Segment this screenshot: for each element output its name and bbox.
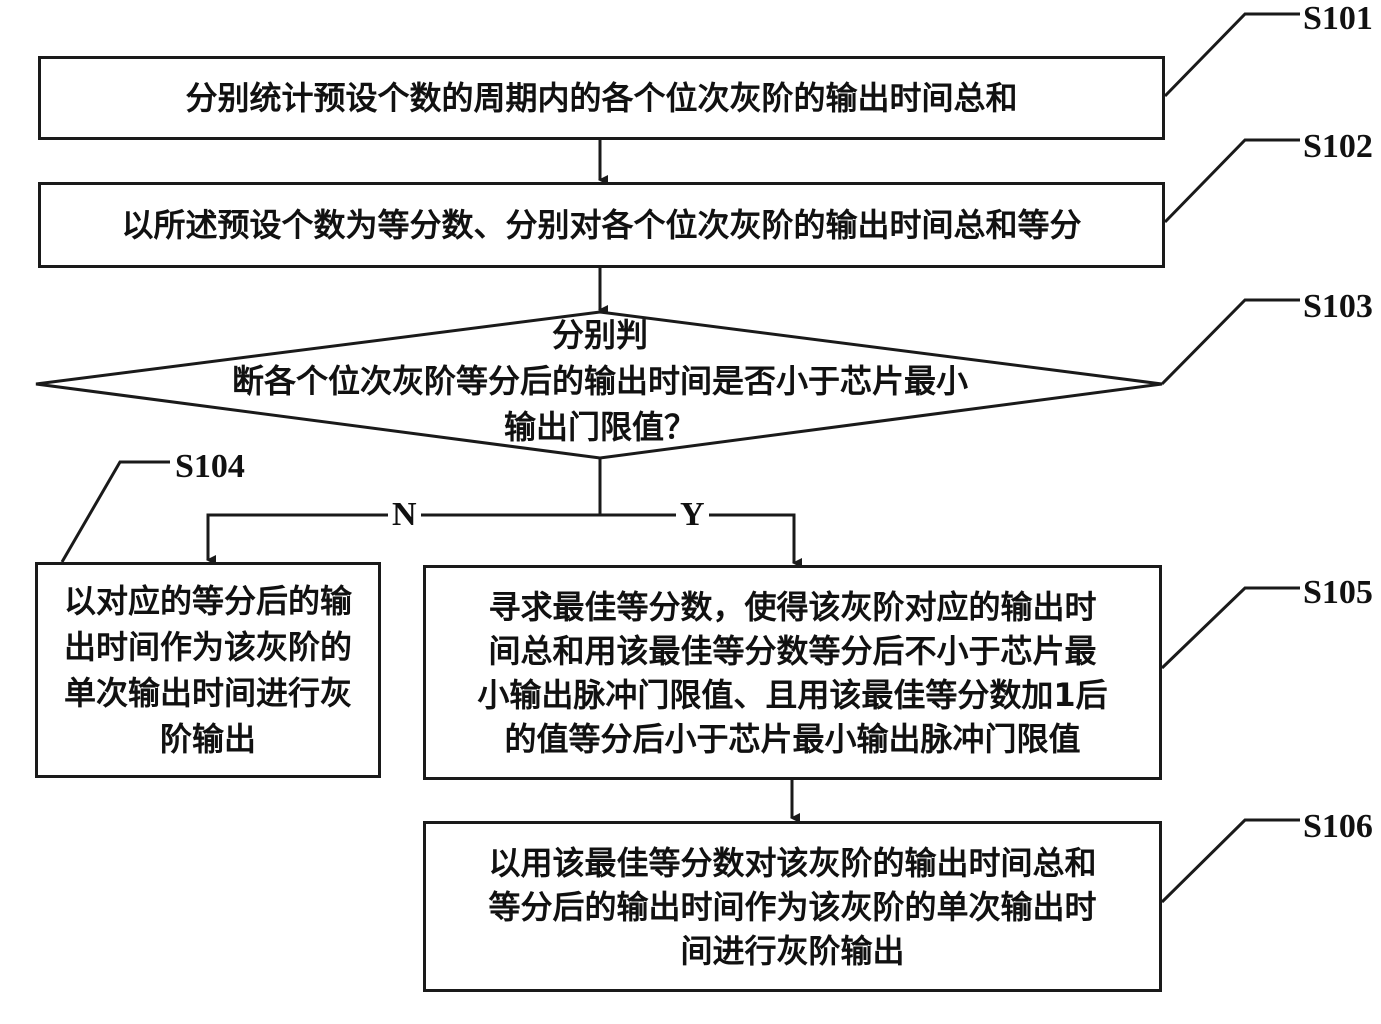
decision-line-1: 分别判 — [551, 316, 648, 354]
leader-s104 — [60, 460, 170, 563]
leader-s103 — [1160, 298, 1300, 386]
step-s106-line-2: 等分后的输出时间作为该灰阶的单次输出时 — [488, 887, 1097, 926]
step-s105-box: 寻求最佳等分数，使得该灰阶对应的输出时 间总和用该最佳等分数等分后不小于芯片最 … — [423, 565, 1162, 780]
step-s105-line-1: 寻求最佳等分数，使得该灰阶对应的输出时 — [488, 587, 1097, 626]
step-label-s101: S101 — [1303, 0, 1373, 37]
leader-s105 — [1160, 586, 1300, 670]
step-s104-line-2: 出时间作为该灰阶的 — [63, 628, 352, 666]
decision-line-2: 断各个位次灰阶等分后的输出时间是否小于芯片最小 — [231, 362, 968, 400]
step-s105-line-4: 的值等分后小于芯片最小输出脉冲门限值 — [504, 719, 1081, 758]
branch-yes-label: Y — [676, 498, 709, 532]
step-s104-line-3: 单次输出时间进行灰 — [63, 674, 352, 712]
step-label-s103: S103 — [1303, 288, 1373, 325]
step-s103-text: 分别判 断各个位次灰阶等分后的输出时间是否小于芯片最小 输出门限值？ — [200, 312, 1000, 450]
step-s105-line-3: 小输出脉冲门限值、且用该最佳等分数加1后 — [477, 675, 1108, 714]
step-s104-box: 以对应的等分后的输 出时间作为该灰阶的 单次输出时间进行灰 阶输出 — [35, 562, 381, 778]
step-s106-line-1: 以用该最佳等分数对该灰阶的输出时间总和 — [488, 843, 1097, 882]
step-s104-line-4: 阶输出 — [159, 720, 256, 758]
step-s105-line-2: 间总和用该最佳等分数等分后不小于芯片最 — [488, 631, 1097, 670]
step-label-s106: S106 — [1303, 808, 1373, 845]
step-label-s105: S105 — [1303, 574, 1373, 611]
step-s102-box: 以所述预设个数为等分数、分别对各个位次灰阶的输出时间总和等分 — [38, 182, 1165, 268]
step-s102-text: 以所述预设个数为等分数、分别对各个位次灰阶的输出时间总和等分 — [121, 206, 1082, 244]
step-s106-box: 以用该最佳等分数对该灰阶的输出时间总和 等分后的输出时间作为该灰阶的单次输出时 … — [423, 821, 1162, 992]
decision-line-3: 输出门限值？ — [503, 408, 696, 446]
step-s106-line-3: 间进行灰阶输出 — [680, 931, 905, 970]
branch-no-label: N — [388, 498, 421, 532]
leader-s101 — [1163, 12, 1300, 98]
step-s101-text: 分别统计预设个数的周期内的各个位次灰阶的输出时间总和 — [185, 79, 1018, 117]
branch-yes-line — [600, 513, 802, 568]
leader-s106 — [1160, 818, 1300, 904]
step-label-s102: S102 — [1303, 128, 1373, 165]
step-s104-line-1: 以对应的等分后的输 — [63, 582, 352, 620]
step-s101-box: 分别统计预设个数的周期内的各个位次灰阶的输出时间总和 — [38, 56, 1165, 140]
leader-s102 — [1163, 138, 1300, 224]
step-label-s104: S104 — [175, 448, 245, 485]
branch-no-line — [206, 513, 600, 565]
